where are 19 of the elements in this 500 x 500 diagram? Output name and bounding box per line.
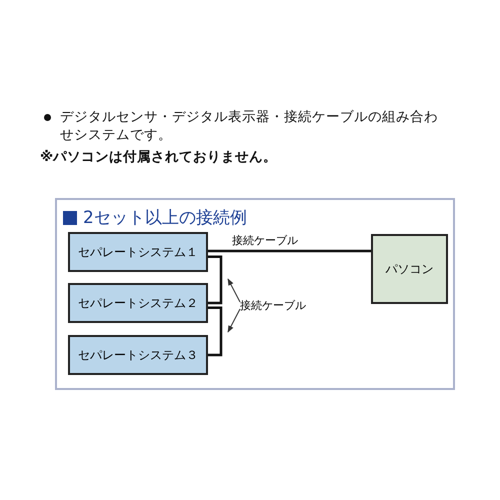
box-label: セパレートシステム１ <box>78 244 198 260</box>
box-label: セパレートシステム３ <box>78 346 198 364</box>
note-text: ※パソコンは付属されておりません。 <box>40 148 278 166</box>
system-box <box>68 335 208 375</box>
panel-heading: 2セット以上の接続例 <box>83 207 247 229</box>
cable-line <box>208 250 371 252</box>
system-box <box>68 283 208 323</box>
edge-label: 接続ケーブル <box>232 233 298 248</box>
pc-box <box>371 234 448 304</box>
cable-label: 接続ケーブル <box>240 297 340 314</box>
box-label: パソコン <box>386 260 434 278</box>
box-label: セパレートシステム２ <box>78 294 198 312</box>
system-box <box>68 232 208 272</box>
cable-line <box>208 306 222 356</box>
leader-line <box>228 278 240 302</box>
description-text: デジタルセンサ・デジタル表示器・接続ケーブルの組み合わせシステムです。 <box>60 108 439 144</box>
leader-line <box>228 308 240 333</box>
cable-line <box>208 256 222 304</box>
example-panel <box>55 198 455 390</box>
